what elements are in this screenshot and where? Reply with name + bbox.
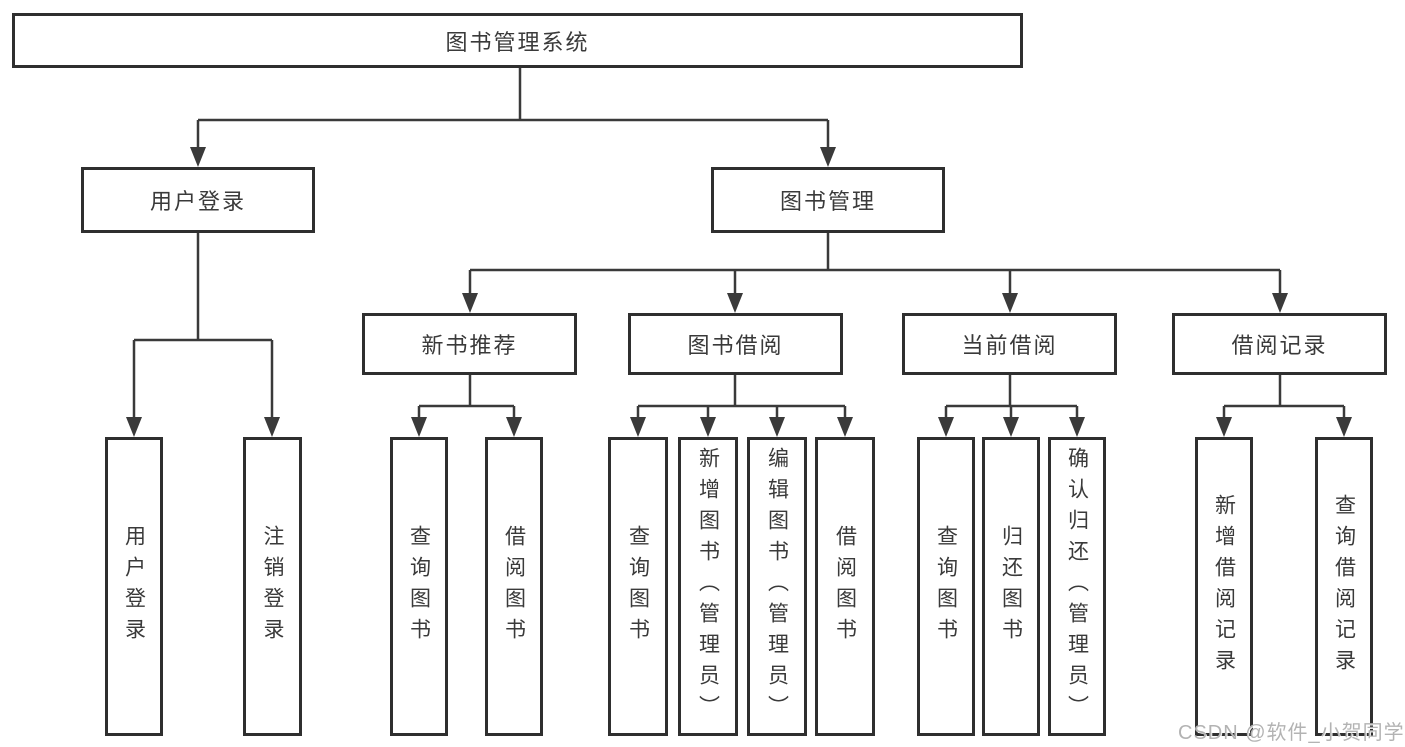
arrow-down-icon — [1336, 417, 1352, 437]
leaf-label: 编辑图书（管理员） — [765, 447, 789, 726]
leaf-label: 查询图书 — [626, 524, 650, 649]
arrow-down-icon — [820, 147, 836, 167]
node-borrow-records: 借阅记录 — [1172, 313, 1387, 375]
leaf-confirm-return-admin: 确认归还（管理员） — [1048, 437, 1106, 736]
leaf-label: 确认归还（管理员） — [1065, 447, 1089, 726]
leaf-query-books-borrow: 查询图书 — [608, 437, 668, 736]
arrow-down-icon — [630, 417, 646, 437]
leaf-query-books-current: 查询图书 — [917, 437, 975, 736]
arrow-down-icon — [190, 147, 206, 167]
leaf-label: 用户登录 — [122, 524, 146, 649]
leaf-label: 查询图书 — [407, 524, 431, 649]
arrow-down-icon — [769, 417, 785, 437]
leaf-label: 借阅图书 — [833, 524, 857, 649]
leaf-borrow-books-recommend: 借阅图书 — [485, 437, 543, 736]
node-book-management: 图书管理 — [711, 167, 945, 233]
leaf-label: 新增借阅记录 — [1212, 493, 1236, 680]
node-current-borrow: 当前借阅 — [902, 313, 1117, 375]
arrow-down-icon — [837, 417, 853, 437]
leaf-label: 注销登录 — [261, 524, 284, 649]
arrow-down-icon — [411, 417, 427, 437]
leaf-borrow-books: 借阅图书 — [815, 437, 875, 736]
node-new-book-recommend: 新书推荐 — [362, 313, 577, 375]
leaf-label: 查询图书 — [934, 524, 958, 649]
leaf-logout: 注销登录 — [243, 437, 302, 736]
arrow-down-icon — [938, 417, 954, 437]
leaf-query-books-recommend: 查询图书 — [390, 437, 448, 736]
arrow-down-icon — [700, 417, 716, 437]
arrow-down-icon — [1216, 417, 1232, 437]
arrow-down-icon — [126, 417, 142, 437]
leaf-return-books: 归还图书 — [982, 437, 1040, 736]
leaf-label: 查询借阅记录 — [1332, 493, 1356, 680]
arrow-down-icon — [1002, 293, 1018, 313]
leaf-user-login: 用户登录 — [105, 437, 163, 736]
arrow-down-icon — [1069, 417, 1085, 437]
leaf-label: 借阅图书 — [502, 524, 526, 649]
node-book-borrow: 图书借阅 — [628, 313, 843, 375]
arrow-down-icon — [506, 417, 522, 437]
arrow-down-icon — [727, 293, 743, 313]
leaf-query-borrow-record: 查询借阅记录 — [1315, 437, 1373, 736]
arrow-down-icons — [126, 147, 1352, 437]
arrow-down-icon — [1272, 293, 1288, 313]
leaf-label: 归还图书 — [999, 524, 1023, 649]
arrow-down-icon — [1003, 417, 1019, 437]
leaf-add-borrow-record: 新增借阅记录 — [1195, 437, 1253, 736]
csdn-watermark: CSDN @软件_小贺同学 — [1178, 722, 1405, 744]
leaf-label: 新增图书（管理员） — [696, 447, 720, 726]
arrow-down-icon — [462, 293, 478, 313]
node-user-login: 用户登录 — [81, 167, 315, 233]
node-library-management-system: 图书管理系统 — [12, 13, 1023, 68]
leaf-add-books-admin: 新增图书（管理员） — [678, 437, 738, 736]
arrow-down-icon — [264, 417, 280, 437]
leaf-edit-books-admin: 编辑图书（管理员） — [747, 437, 807, 736]
